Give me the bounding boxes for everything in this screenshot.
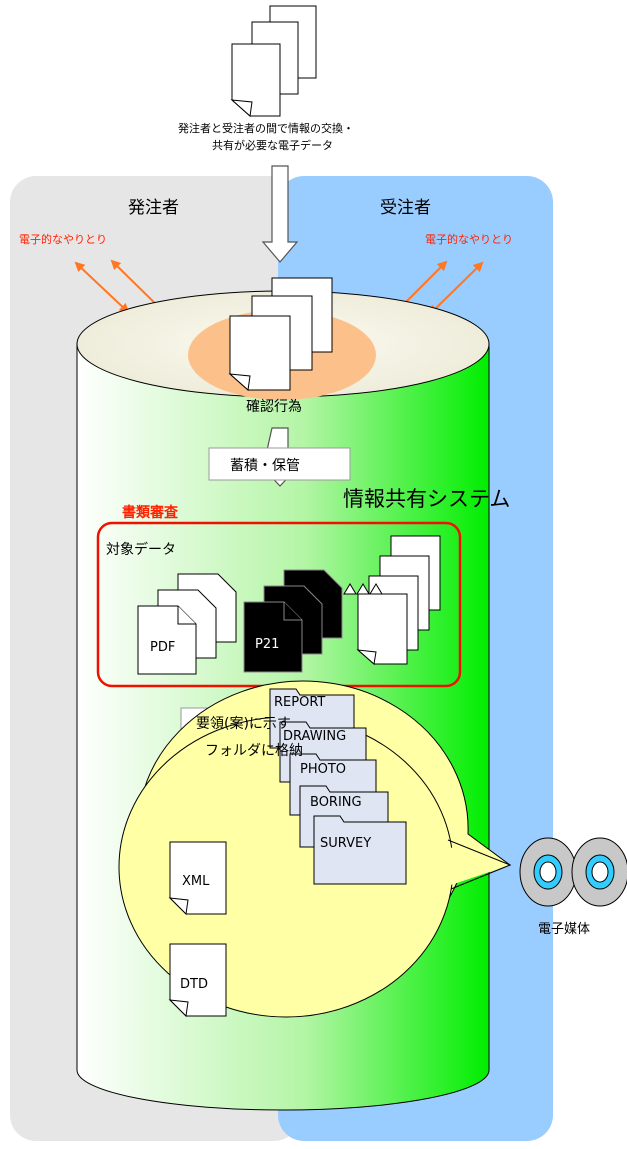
folder-label-boring: BORING <box>310 795 362 810</box>
storage-step-label: 蓄積・保管 <box>230 458 300 474</box>
orderer-exchange-label: 電子的なやりとり <box>19 233 107 246</box>
top-doc-label-line2: 共有が必要な電子データ <box>212 139 333 152</box>
contractor-title: 受注者 <box>380 198 431 218</box>
target-data-label: 対象データ <box>106 542 176 558</box>
folder-label-survey: SURVEY <box>320 836 372 851</box>
review-title: 書類審査 <box>122 505 178 521</box>
xml-file <box>168 841 227 916</box>
confirmation-label: 確認行為 <box>246 399 302 415</box>
folder-label-drawing: DRAWING <box>283 729 347 744</box>
input-arrow <box>261 165 299 263</box>
pdf-document-stack <box>137 573 237 675</box>
electronic-media-label: 電子媒体 <box>538 922 591 937</box>
p21-label: P21 <box>255 637 280 652</box>
storage-step-box <box>208 447 351 481</box>
top-doc-label-line1: 発注者と受注者の間で情報の交換・ <box>178 122 354 135</box>
confirmation-document-stack <box>228 277 333 391</box>
pdf-label: PDF <box>150 640 176 655</box>
contractor-exchange-label: 電子的なやりとり <box>425 233 513 246</box>
folder-step-line2: フォルダに格納 <box>205 743 303 759</box>
system-name: 情報共有システム <box>343 487 511 511</box>
top-document-stack <box>230 5 317 117</box>
dtd-label: DTD <box>180 977 208 992</box>
other-document-stack <box>343 535 441 665</box>
folder-stack <box>269 688 407 885</box>
p21-document-stack <box>243 569 343 673</box>
folder-label-photo: PHOTO <box>300 762 347 777</box>
orderer-title: 発注者 <box>128 198 179 218</box>
electronic-media-icon <box>519 837 627 907</box>
folder-label-report: REPORT <box>274 695 326 710</box>
folder-step-line1: 要領(案)に示す <box>196 716 291 732</box>
xml-label: XML <box>182 874 210 889</box>
dtd-file <box>168 943 227 1018</box>
